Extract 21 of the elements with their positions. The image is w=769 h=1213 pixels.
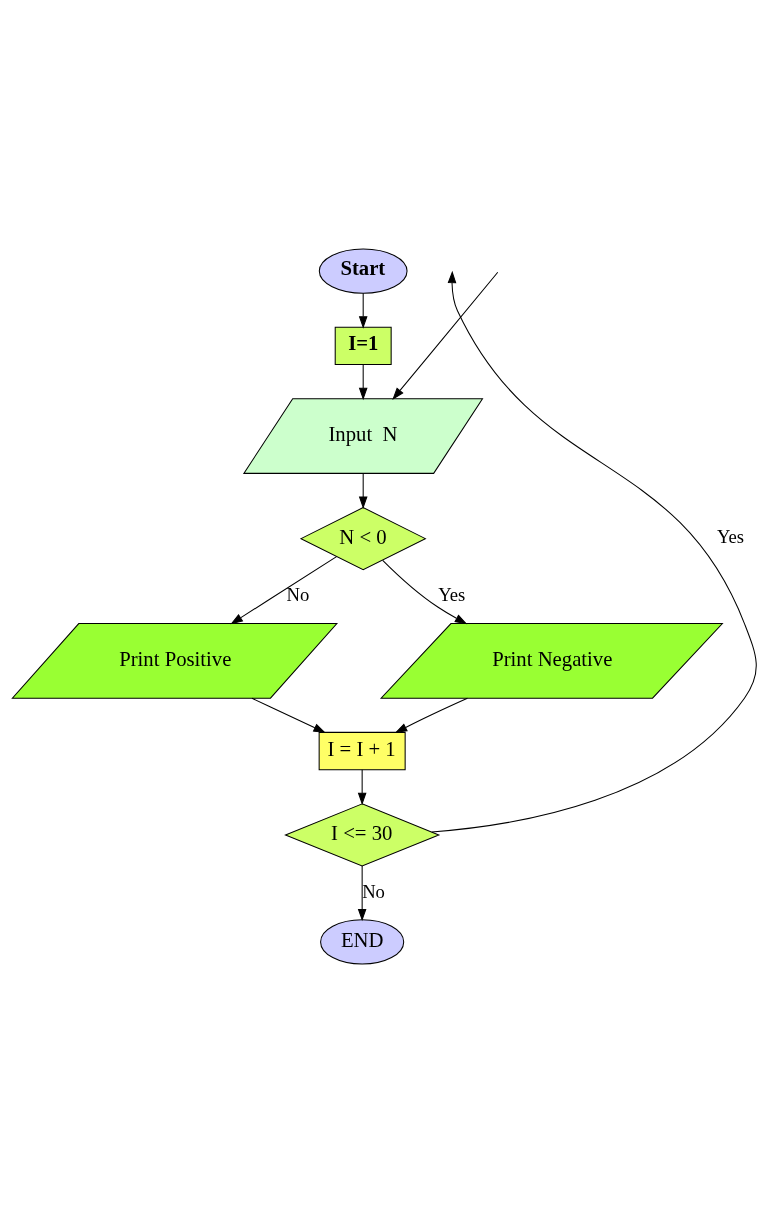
arrow	[357, 865, 367, 922]
node-box: I = I + 1	[318, 731, 406, 771]
arrow	[431, 270, 757, 833]
arrow	[251, 697, 326, 733]
node-diamond: N < 0	[299, 506, 427, 571]
edge-label: Yes	[438, 584, 466, 606]
node-ellipse: END	[320, 919, 405, 965]
edge-label: No	[286, 584, 310, 606]
node-diamond: I <= 30	[284, 803, 441, 867]
node-box: I=1	[334, 326, 392, 366]
arrow	[358, 292, 368, 329]
node-ellipse: Start	[318, 248, 408, 294]
arrow	[230, 556, 338, 625]
arrow	[382, 559, 468, 625]
edge-label: No	[362, 880, 385, 902]
edge-label: Yes	[716, 526, 745, 548]
arrow	[358, 472, 368, 509]
arrow	[392, 271, 499, 400]
arrow	[357, 769, 367, 806]
arrow	[394, 697, 468, 733]
arrow	[358, 364, 368, 401]
